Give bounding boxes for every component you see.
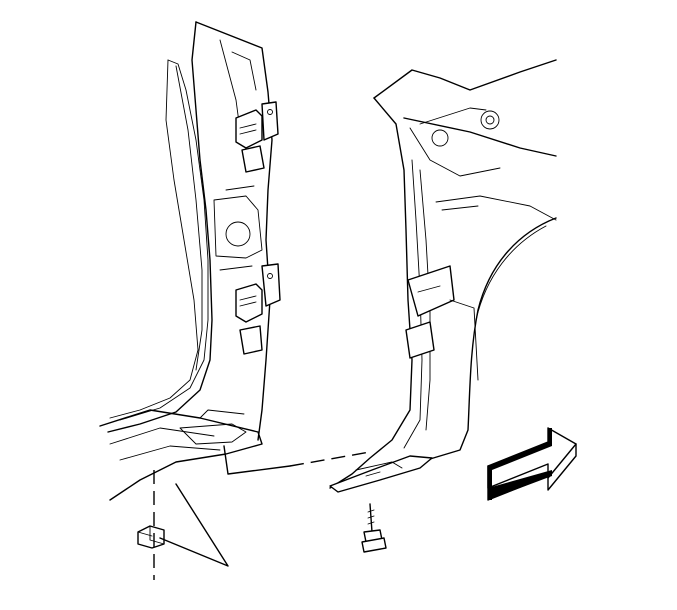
fender-bracket-upper bbox=[407, 265, 455, 317]
fender-panel bbox=[329, 59, 557, 493]
bolt-fastener bbox=[361, 503, 387, 553]
clip-leader bbox=[159, 483, 229, 567]
upper-hinge bbox=[235, 109, 263, 149]
lower-hinge bbox=[235, 283, 263, 323]
fastener-leader bbox=[289, 451, 371, 467]
leader-lines bbox=[153, 445, 371, 580]
body-pillar-panel bbox=[99, 21, 281, 501]
fender-bracket-lower bbox=[405, 321, 435, 359]
fender-mounting-tab bbox=[329, 455, 433, 493]
direction-arrow-icon bbox=[487, 427, 577, 501]
retainer-clip bbox=[137, 525, 165, 549]
